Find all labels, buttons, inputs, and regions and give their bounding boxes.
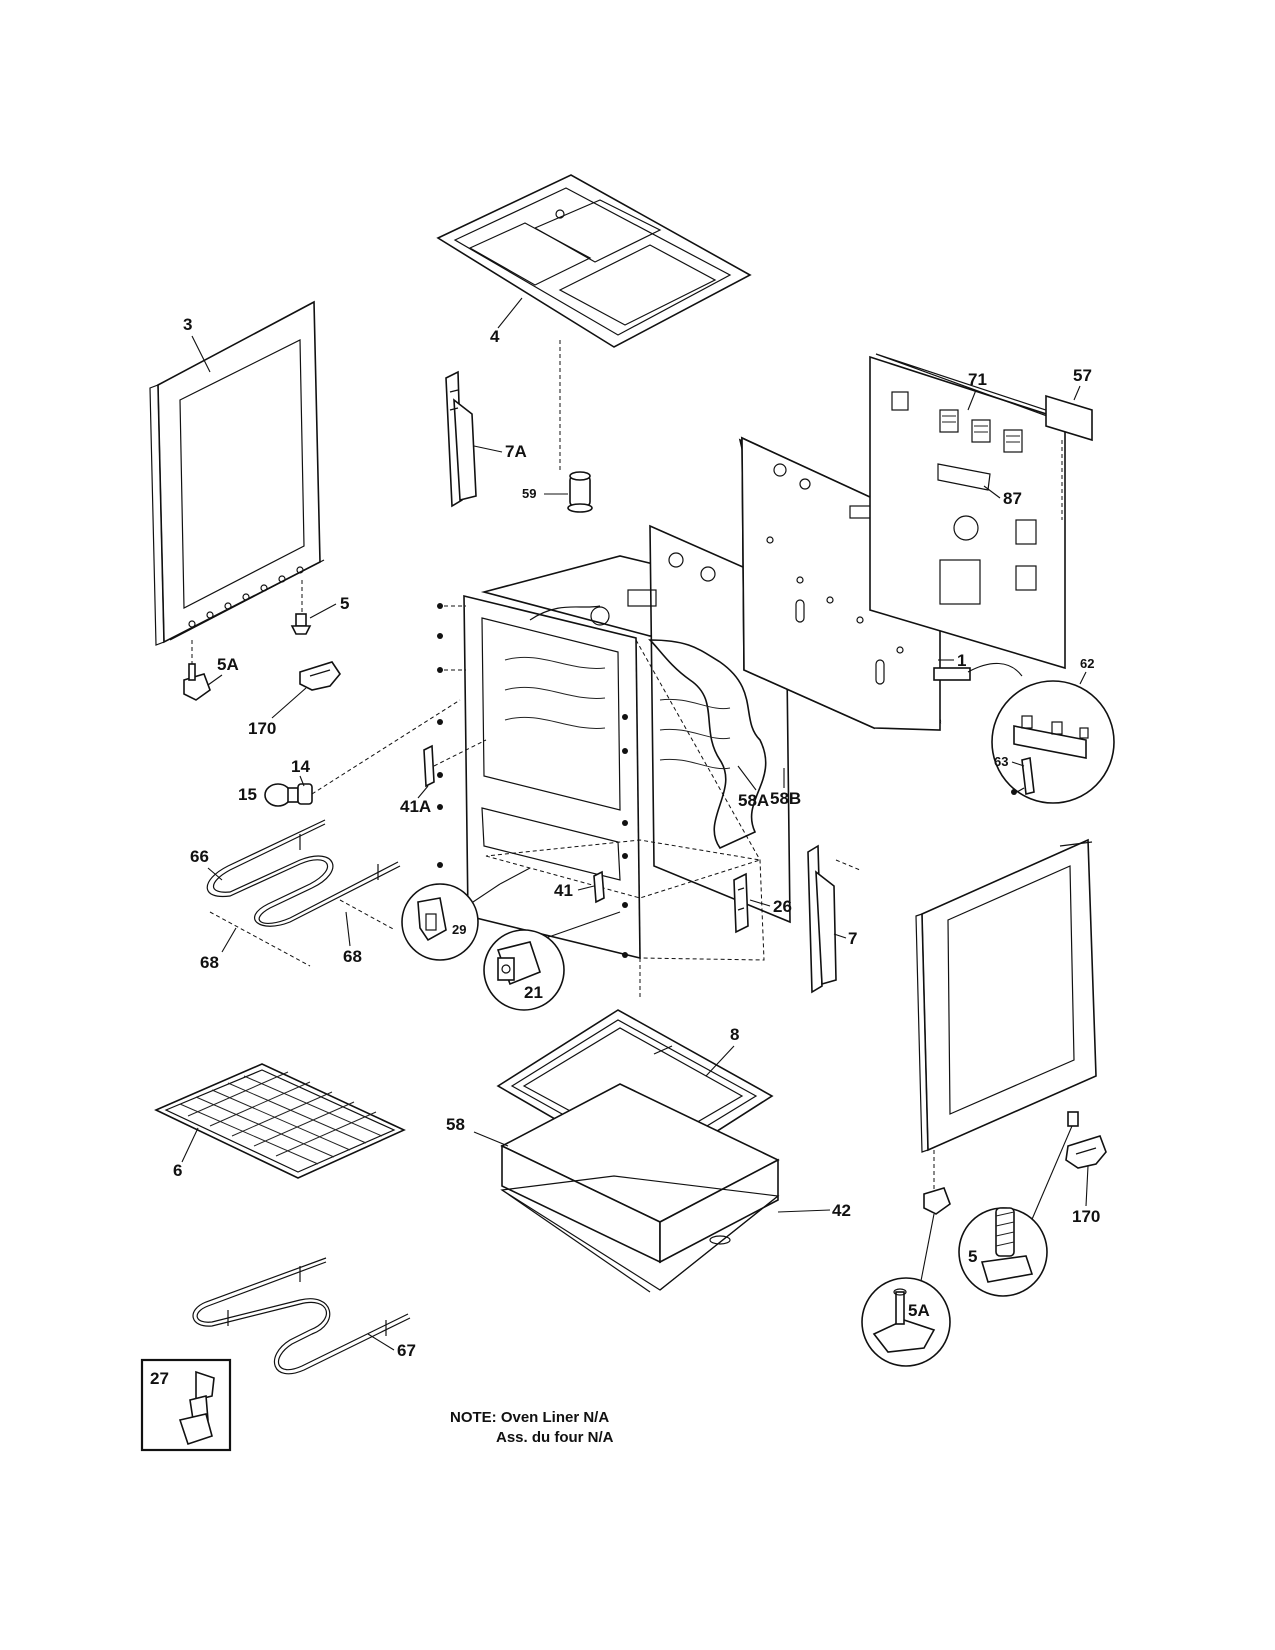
label-59: 59: [522, 486, 536, 501]
leader-87: [983, 485, 1001, 499]
leader-68-right: [345, 911, 351, 947]
leader-63: [1011, 761, 1025, 767]
leader-71: [967, 389, 977, 411]
label-6: 6: [173, 1161, 182, 1180]
leader-58a: [737, 765, 757, 791]
leader-41a: [417, 785, 429, 799]
label-4: 4: [490, 327, 500, 346]
leader-4: [497, 297, 523, 329]
leader-26: [749, 899, 771, 907]
label-7: 7: [848, 929, 857, 948]
leader-67: [367, 1333, 395, 1351]
label-21: 21: [524, 983, 543, 1002]
part-27-detail-box: [140, 1358, 232, 1452]
leader-57: [1073, 385, 1081, 401]
part-7-hinge: [807, 844, 861, 994]
label-5-top: 5: [340, 594, 349, 613]
part-4-top-panel: [436, 174, 752, 470]
dash-68-left: [209, 911, 311, 967]
screw-set-right: [622, 714, 628, 958]
leader-7a: [473, 445, 503, 453]
label-67: 67: [397, 1341, 416, 1360]
label-170-top: 170: [248, 719, 276, 738]
part-5a-top-leg: [183, 640, 211, 701]
label-87: 87: [1003, 489, 1022, 508]
label-15: 15: [238, 785, 257, 804]
label-58: 58: [446, 1115, 465, 1134]
dash-68-right: [339, 899, 396, 931]
part-41a-clip: [423, 739, 487, 788]
part-170-top-bracket: [299, 661, 341, 691]
label-3: 3: [183, 315, 192, 334]
label-63: 63: [994, 754, 1008, 769]
label-58b: 58B: [770, 789, 801, 808]
part-66-broil-element: [206, 819, 401, 927]
part-71-rear-panel: [869, 353, 1066, 670]
leader-66: [207, 867, 223, 881]
part-42-drawer-bottom: [500, 1175, 780, 1293]
part-5-bottom-detail: [958, 1111, 1079, 1297]
part-5a-bottom-detail: [861, 1150, 951, 1367]
screw-set-left: [437, 603, 466, 868]
part-14-light-socket: [297, 699, 461, 805]
part-59-bushing: [567, 471, 593, 513]
label-42: 42: [832, 1201, 851, 1220]
label-5-bottom: 5: [968, 1247, 977, 1266]
part-6-oven-rack: [154, 1063, 406, 1179]
label-7a: 7A: [505, 442, 527, 461]
leader-14: [299, 775, 305, 787]
leader-5-top: [309, 603, 337, 619]
part-57-plate: [1045, 394, 1093, 520]
leader-3: [191, 335, 211, 373]
label-14: 14: [291, 757, 310, 776]
leader-68-left: [221, 927, 237, 953]
rear-panel-vents: [891, 391, 1037, 591]
label-41: 41: [554, 881, 573, 900]
right-door: [915, 838, 1097, 1153]
label-66: 66: [190, 847, 209, 866]
label-68-right: 68: [343, 947, 362, 966]
leader-6: [181, 1127, 199, 1163]
part-170-bottom-bracket: [1065, 1135, 1107, 1169]
label-71: 71: [968, 370, 987, 389]
part-3-oven-door: [149, 300, 325, 646]
leader-62: [1079, 671, 1087, 685]
label-5a-bottom: 5A: [908, 1301, 930, 1320]
leader-170-top: [271, 687, 307, 719]
label-27: 27: [150, 1369, 169, 1388]
leader-41: [577, 885, 595, 891]
leader-42: [777, 1209, 831, 1213]
note-line-2: Ass. du four N/A: [496, 1429, 614, 1446]
note-line-1: NOTE: Oven Liner N/A: [450, 1409, 609, 1426]
label-170-bottom: 170: [1072, 1207, 1100, 1226]
label-41a: 41A: [400, 797, 431, 816]
label-26: 26: [773, 897, 792, 916]
leader-5a-top: [207, 674, 223, 686]
label-68-left: 68: [200, 953, 219, 972]
leader-58: [473, 1131, 509, 1147]
part-21-detail: [483, 911, 621, 1011]
label-29: 29: [452, 922, 466, 937]
part-62-terminal-block: [933, 662, 1115, 804]
part-7a-hinge: [445, 370, 477, 508]
leader-8: [705, 1045, 735, 1077]
part-41-clip: [593, 870, 605, 904]
label-1: 1: [957, 651, 966, 670]
part-29-detail: [401, 867, 531, 961]
part-67-bake-element: [192, 1257, 411, 1375]
part-5-top-leveler: [290, 580, 312, 635]
part-26-hinge-receptacle: [733, 872, 749, 934]
door-vent-holes: [188, 566, 304, 628]
label-5a-top: 5A: [217, 655, 239, 674]
label-8: 8: [730, 1025, 739, 1044]
label-57: 57: [1073, 366, 1092, 385]
leader-170-bottom: [1085, 1165, 1089, 1207]
part-15-light-bulb: [264, 783, 299, 807]
leader-7: [833, 933, 847, 939]
label-62: 62: [1080, 656, 1094, 671]
label-58a: 58A: [738, 791, 769, 810]
